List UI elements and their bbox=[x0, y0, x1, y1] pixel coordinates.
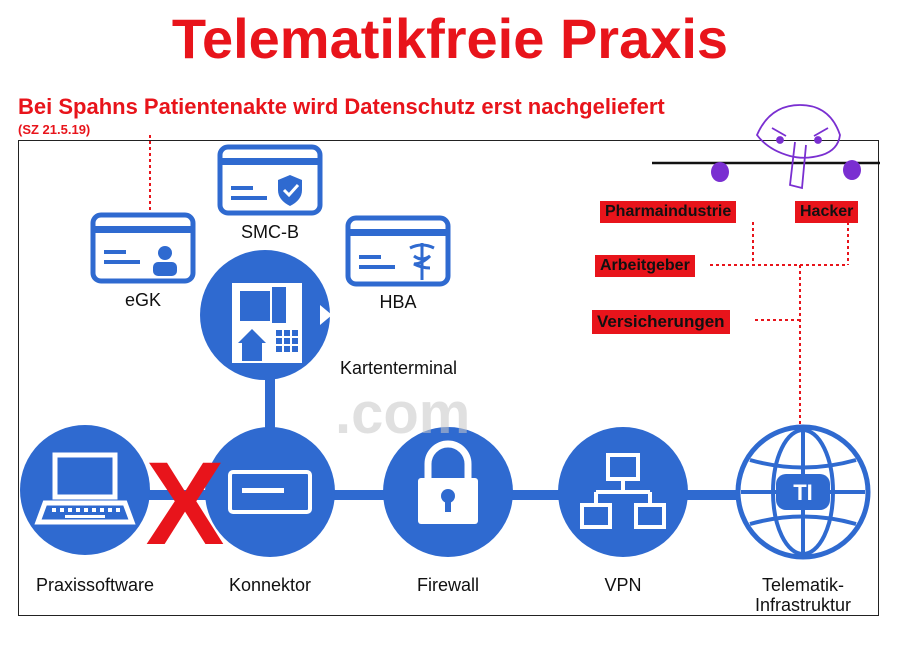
watermark: .com bbox=[335, 381, 471, 446]
praxissoftware-label: Praxissoftware bbox=[35, 575, 155, 595]
konnektor-node bbox=[205, 427, 335, 557]
terminal-icon bbox=[232, 283, 302, 363]
laptop-icon bbox=[34, 452, 136, 525]
threat-lines bbox=[710, 222, 849, 425]
telematik-label: Telematik- Infrastruktur bbox=[733, 575, 873, 615]
smcb-label: SMC-B bbox=[241, 222, 299, 242]
egk-card-icon bbox=[90, 212, 196, 284]
firewall-node bbox=[383, 427, 513, 557]
egk-label: eGK bbox=[124, 290, 162, 310]
smcb-card-icon bbox=[217, 144, 323, 216]
kartenterminal-node bbox=[200, 250, 332, 380]
page-title: Telematikfreie Praxis bbox=[171, 7, 729, 70]
praxissoftware-node bbox=[20, 425, 150, 555]
connector-box-icon bbox=[228, 470, 312, 514]
disconnect-cross: X bbox=[146, 438, 225, 570]
threat-arbeitgeber: Arbeitgeber bbox=[595, 255, 695, 277]
vpn-label: VPN bbox=[604, 575, 642, 595]
kartenterminal-label: Kartenterminal bbox=[340, 358, 458, 378]
threat-versicherungen: Versicherungen bbox=[592, 310, 730, 334]
konnektor-label: Konnektor bbox=[228, 575, 312, 595]
caduceus-icon bbox=[409, 243, 435, 280]
telematik-node: TI bbox=[735, 424, 871, 560]
hba-card-icon bbox=[345, 215, 451, 287]
hba-label: HBA bbox=[379, 292, 417, 312]
ti-badge bbox=[776, 474, 830, 510]
shield-icon bbox=[278, 175, 302, 206]
threat-pharma: Pharmaindustrie bbox=[600, 201, 737, 223]
vpn-node bbox=[558, 427, 688, 557]
telematik-label-line2: Infrastruktur bbox=[754, 595, 852, 615]
villain-icon bbox=[755, 104, 841, 190]
network-icon bbox=[580, 453, 666, 529]
source-note: (SZ 21.5.19) bbox=[18, 122, 91, 137]
lock-icon bbox=[418, 440, 478, 524]
ti-badge-label: TI bbox=[793, 480, 813, 505]
firewall-label: Firewall bbox=[416, 575, 479, 595]
diagram-frame bbox=[18, 140, 879, 616]
villain-hands bbox=[711, 160, 861, 182]
telematik-label-line1: Telematik- bbox=[761, 575, 845, 595]
threat-hacker: Hacker bbox=[795, 201, 859, 223]
subtitle: Bei Spahns Patientenakte wird Datenschut… bbox=[18, 94, 665, 119]
